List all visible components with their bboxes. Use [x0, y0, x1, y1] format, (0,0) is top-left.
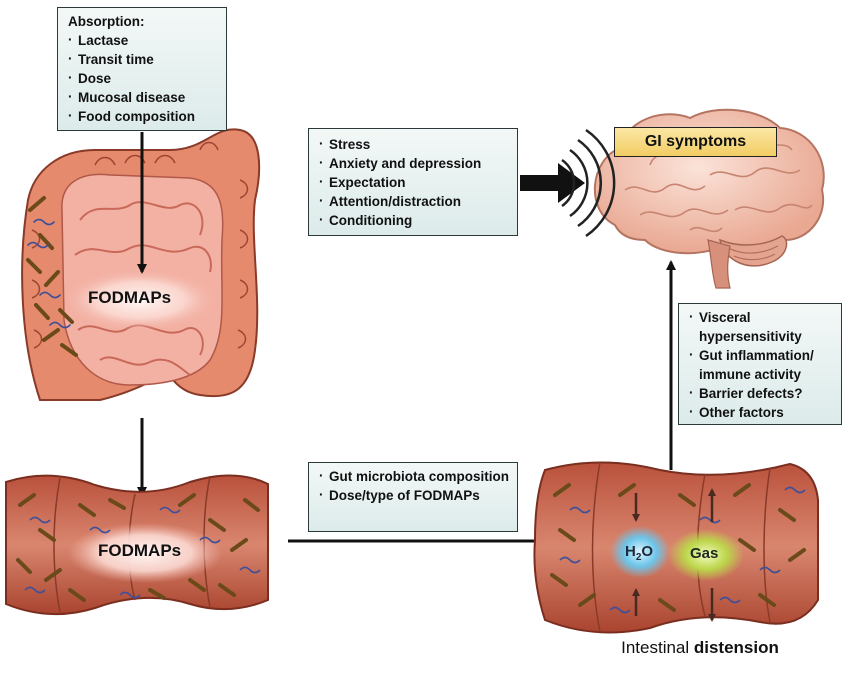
psych-factor-item: Expectation — [319, 172, 509, 192]
gas-label: Gas — [690, 545, 719, 562]
water-glow — [610, 526, 670, 578]
water-label: H2O — [625, 543, 653, 563]
visceral-factor-item: Visceral hypersensitivity — [689, 307, 833, 346]
signal-waves — [561, 128, 616, 238]
psych-to-brain-arrow — [520, 163, 585, 203]
absorption-item: Dose — [68, 68, 218, 88]
psych-factor-item: Anxiety and depression — [319, 153, 509, 173]
visceral-factor-item: Other factors — [689, 402, 833, 422]
psych-factor-item: Attention/distraction — [319, 191, 509, 211]
gi-symptoms-label: GI symptoms — [614, 127, 777, 157]
visceral-factors-box: Visceral hypersensitivity Gut inflammati… — [678, 303, 842, 425]
psych-factors-box: Stress Anxiety and depression Expectatio… — [308, 128, 518, 236]
water-label-h: H — [625, 543, 636, 560]
gas-glow — [668, 529, 744, 581]
visceral-factor-item: Barrier defects? — [689, 383, 833, 403]
microbiota-factor-item: Dose/type of FODMAPs — [319, 485, 509, 505]
intestinal-segment-distended — [533, 461, 819, 634]
water-label-subscript: 2 — [635, 552, 642, 563]
fodmaps-colon-label: FODMAPs — [88, 288, 172, 307]
psych-factor-item: Stress — [319, 134, 509, 154]
intestinal-segment-left — [5, 474, 269, 616]
caption-bold: distension — [693, 638, 779, 657]
absorption-item: Mucosal disease — [68, 87, 218, 107]
absorption-title: Absorption: — [68, 14, 145, 29]
absorption-item: Transit time — [68, 49, 218, 69]
water-label-o: O — [641, 543, 654, 560]
visceral-factor-item: Gut inflammation/ immune activity — [689, 345, 833, 384]
caption-text: Intestinal — [621, 638, 694, 657]
absorption-item: Lactase — [68, 30, 218, 50]
absorption-box: Absorption: Lactase Transit time Dose Mu… — [57, 7, 227, 131]
microbiota-factor-item: Gut microbiota composition — [319, 466, 509, 486]
intestinal-distension-caption: Intestinal distension — [580, 638, 820, 658]
fodmaps-segment-label: FODMAPs — [98, 541, 182, 560]
absorption-item: Food composition — [68, 106, 218, 126]
psych-factor-item: Conditioning — [319, 210, 509, 230]
microbiota-factors-box: Gut microbiota composition Dose/type of … — [308, 462, 518, 532]
